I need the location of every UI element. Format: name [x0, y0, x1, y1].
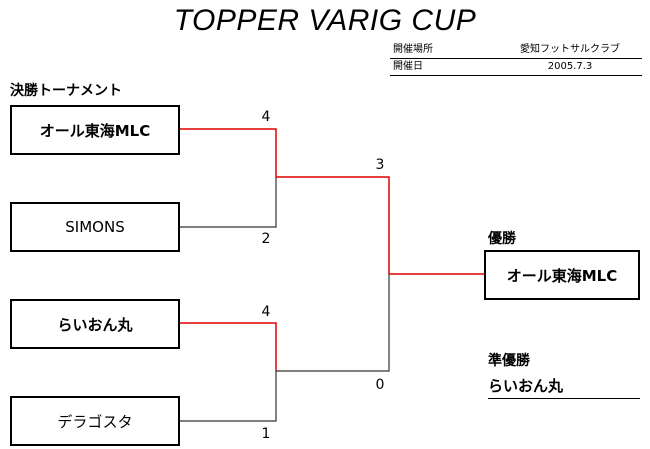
runner-up-label: 準優勝: [488, 353, 530, 369]
venue-value: 愛知フットサルクラブ: [520, 44, 620, 55]
team-box-2: SIMONS: [10, 202, 180, 252]
bracket-line-final-upper: [276, 176, 390, 274]
bracket-line-final-lower: [276, 274, 390, 372]
event-info-table: 開催場所 愛知フットサルクラブ 開催日 2005.7.3: [390, 42, 642, 76]
bracket-line-team4: [180, 371, 277, 422]
score-team2: 2: [261, 231, 271, 247]
score-team3: 4: [261, 304, 271, 320]
score-final-upper: 3: [375, 157, 385, 173]
team-box-1: オール東海MLC: [10, 105, 180, 155]
runner-up-name: らいおん丸: [488, 376, 640, 399]
bracket-line-team3: [180, 322, 277, 371]
venue-label: 開催場所: [393, 44, 433, 55]
page-title: TOPPER VARIG CUP: [173, 4, 477, 37]
date-label: 開催日: [393, 61, 423, 72]
winner-label: 優勝: [488, 231, 516, 247]
champion-box: オール東海MLC: [484, 250, 640, 300]
date-row: 開催日 2005.7.3: [390, 59, 642, 76]
team-box-3: らいおん丸: [10, 299, 180, 349]
team-box-4: デラゴスタ: [10, 396, 180, 446]
bracket-line-team1: [180, 128, 277, 177]
section-label: 決勝トーナメント: [10, 83, 122, 99]
score-team1: 4: [261, 109, 271, 125]
score-team4: 1: [261, 426, 271, 442]
bracket-line-team2: [180, 177, 277, 228]
score-final-lower: 0: [375, 377, 385, 393]
venue-row: 開催場所 愛知フットサルクラブ: [390, 42, 642, 59]
date-value: 2005.7.3: [547, 61, 593, 72]
